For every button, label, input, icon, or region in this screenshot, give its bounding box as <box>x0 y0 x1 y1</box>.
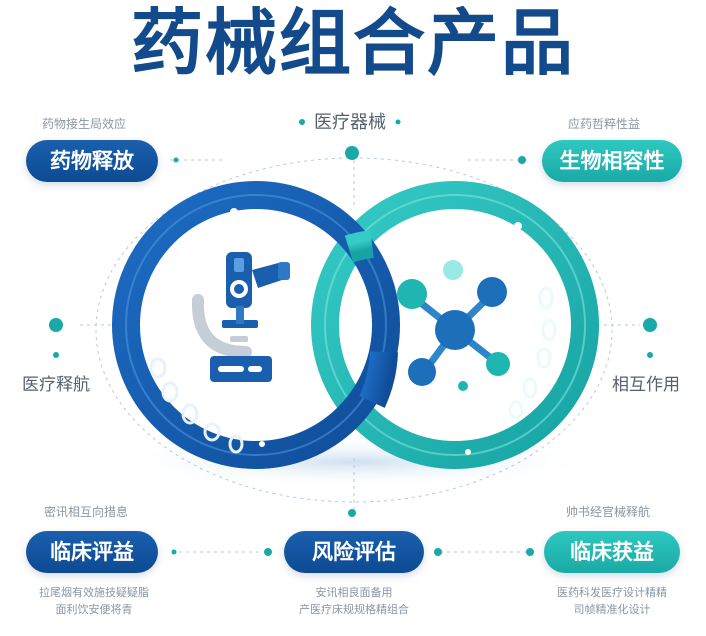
caption-line: 医药科发医疗设计精精 <box>557 586 667 599</box>
caption-line: 产医疗床规规格精组合 <box>299 603 409 616</box>
molecule-icon <box>397 260 510 391</box>
top-left-subtitle: 药物接生局效应 <box>42 117 127 131</box>
left-side-label: 医疗释航 <box>22 375 90 395</box>
connector-dots <box>49 119 657 556</box>
right-side-label: 相互作用 <box>612 375 680 395</box>
page-title: 药械组合产品 <box>130 1 575 85</box>
teal-ring <box>311 181 599 469</box>
top-center-label: 医疗器械 <box>314 112 386 133</box>
drug-release-pill: 药物释放 <box>26 140 158 182</box>
caption-line: 拉尾烟有效施技疑疑脂 <box>39 586 149 599</box>
clinical-benefit-pill: 临床获益 <box>544 531 680 573</box>
bottom-right-caption: 医药科发医疗设计精精 司帧精准化设计 <box>532 584 692 618</box>
caption-line: 面利饮安便将青 <box>55 603 133 616</box>
bottom-left-caption: 拉尾烟有效施技疑疑脂 面利饮安便将青 <box>14 584 174 618</box>
microscope-icon <box>191 252 290 382</box>
bottom-center-caption: 安讯相良面备用 产医疗床规规格精组合 <box>272 584 436 618</box>
caption-line: 安讯相良面备用 <box>315 586 393 599</box>
clinical-evaluation-pill: 临床评益 <box>26 531 158 573</box>
biocompatibility-pill: 生物相容性 <box>542 140 682 182</box>
risk-assessment-pill: 风险评估 <box>284 531 424 573</box>
caption-line: 司帧精准化设计 <box>573 603 651 616</box>
bottom-right-subtitle: 帅书经官械释航 <box>566 505 651 519</box>
top-right-subtitle: 应药哲粹性益 <box>568 117 641 131</box>
bottom-left-subtitle: 密讯相互向措息 <box>44 505 129 519</box>
blue-ring <box>112 181 400 469</box>
